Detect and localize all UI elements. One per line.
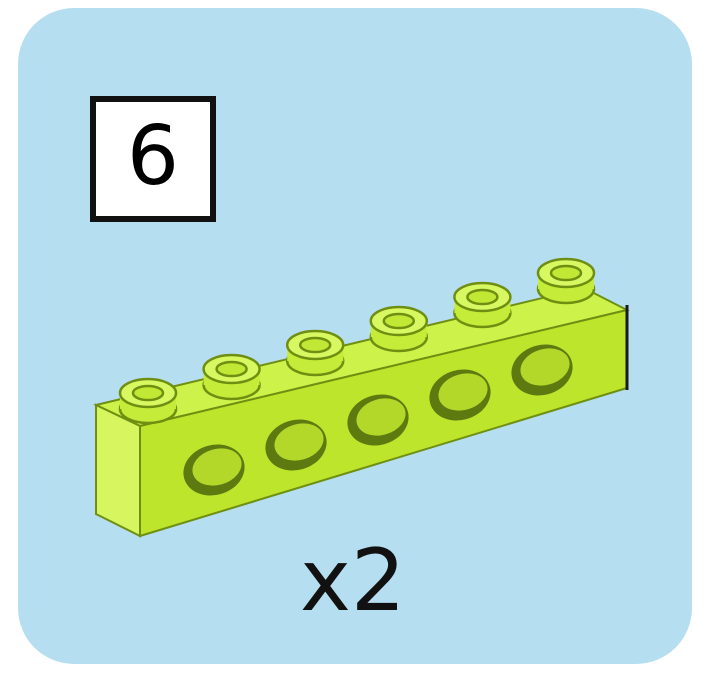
stud xyxy=(371,307,427,351)
stud xyxy=(204,355,260,399)
stud xyxy=(287,331,343,375)
quantity-label: x2 xyxy=(300,538,406,624)
stud xyxy=(538,259,594,303)
stud xyxy=(120,379,176,423)
stud xyxy=(454,283,510,327)
